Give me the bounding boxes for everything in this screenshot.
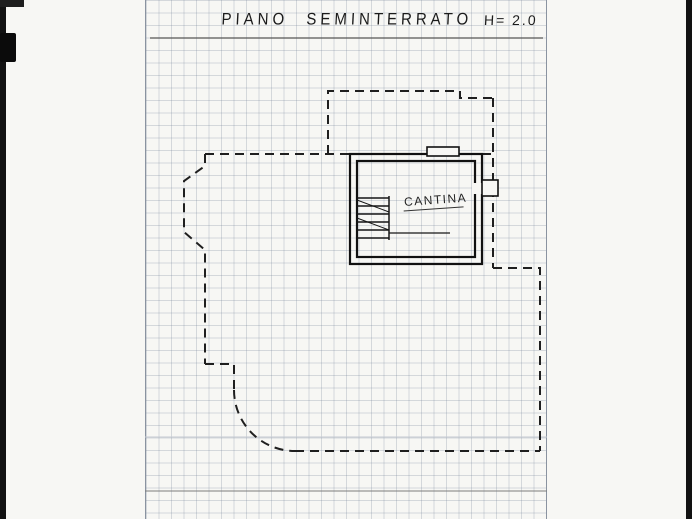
room-label-cantina: CANTINA [404,191,468,209]
scan-edge-left [0,0,6,519]
window-top [426,146,460,157]
cantina-room-walls [348,146,499,266]
scan-edge-right [686,0,692,519]
building-footprint-outline [183,90,541,452]
room-label-group: CANTINA [404,191,468,212]
scan-blob-left [0,33,16,62]
scan-mark-topleft [0,0,24,7]
plan-title: PIANO SEMINTERRATO [221,10,473,30]
wall-opening-gap [472,183,482,194]
ceiling-height-note: H= 2.0 [483,12,539,28]
stairs [356,196,450,240]
graph-paper-grid [145,0,547,519]
sheet-rule-lines [145,37,547,492]
door-jamb-right [481,179,499,197]
